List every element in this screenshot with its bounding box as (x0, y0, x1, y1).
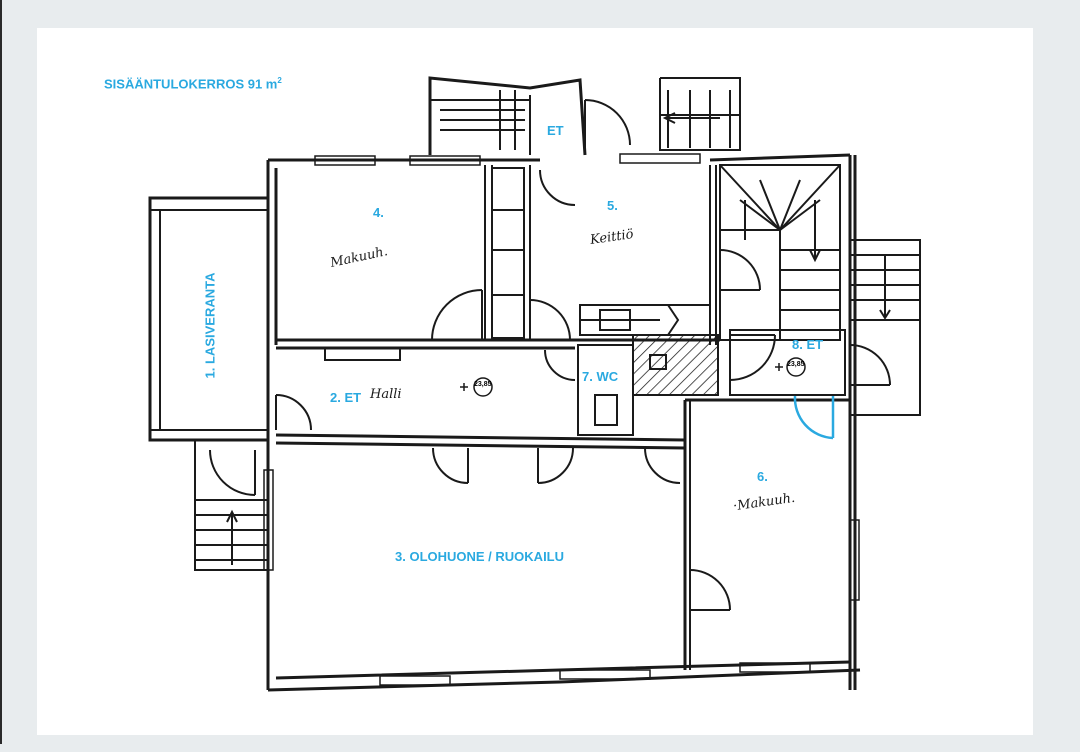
hall-doors (275, 347, 681, 484)
window-edge (0, 0, 2, 752)
floor-title: SISÄÄNTULOKERROS 91 m2 (104, 76, 282, 92)
room-label-1: 1. LASIVERANTA (202, 272, 218, 379)
wc-room (577, 334, 719, 436)
interior-walls (431, 165, 717, 345)
room-label-2: 2. ET (330, 390, 362, 405)
room-label-4: 4. (373, 205, 384, 220)
bottom-margin (0, 744, 1080, 752)
room-label-6: 6. (757, 469, 768, 484)
room-label-et-top: ET (547, 123, 564, 138)
left-stairs (194, 439, 269, 571)
stairwell (719, 164, 846, 396)
level-entry: 23,85 (787, 361, 805, 368)
floor-plan-sheet (37, 28, 1033, 735)
room-label-7: 7. WC (582, 369, 619, 384)
windows (263, 153, 860, 686)
room-label-5: 5. (607, 198, 618, 213)
marked-door (793, 395, 835, 440)
level-markers (460, 357, 806, 397)
top-entrance (428, 76, 741, 206)
bedroom-6 (683, 398, 850, 670)
level-hall: 23,85 (474, 381, 492, 388)
room-note-2: Halli (370, 387, 402, 402)
outer-walls (266, 153, 861, 692)
room-label-8: 8. ET (792, 337, 824, 352)
right-stairs (849, 239, 921, 416)
room-label-3: 3. OLOHUONE / RUOKAILU (395, 549, 565, 564)
